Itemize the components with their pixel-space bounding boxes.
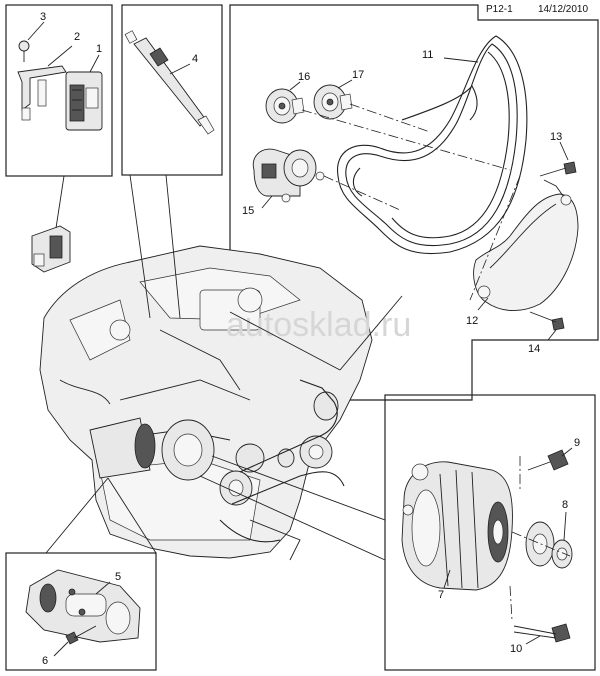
diagram-date: 14/12/2010 (538, 4, 589, 15)
callout-2: 2 (74, 31, 80, 43)
callout-9: 9 (574, 437, 580, 449)
callout-8: 8 (562, 499, 568, 511)
callout-16: 16 (298, 71, 310, 83)
module-on-engine (31, 225, 71, 273)
bracket-bolt-14 (529, 311, 565, 331)
engine-assembly (39, 245, 373, 561)
callout-1: 1 (96, 43, 102, 55)
callout-3: 3 (40, 11, 46, 23)
callout-5: 5 (115, 571, 121, 583)
module-bracket (17, 65, 67, 121)
module-screw (18, 40, 30, 62)
starter-detail-box (5, 552, 157, 671)
belt-cover-bracket (473, 179, 579, 311)
callout-10: 10 (510, 643, 522, 655)
callout-7: 7 (438, 589, 444, 601)
idler-pulley-17 (313, 84, 353, 120)
generator (401, 461, 513, 591)
page-code: P12-1 (486, 4, 513, 15)
generator-bolt-upper (527, 449, 569, 471)
glow-plug-module-detail-box (5, 4, 113, 177)
callout-15: 15 (242, 205, 254, 217)
callout-12: 12 (466, 315, 478, 327)
belt-tensioner (252, 148, 325, 203)
starter-bolt (65, 625, 97, 645)
drive-belt (337, 35, 528, 255)
bracket-bolt-13 (539, 161, 577, 177)
glow-plug-control-module (65, 71, 103, 131)
generator-pulley (525, 521, 573, 569)
generator-bolt-lower (513, 623, 571, 643)
callout-4: 4 (192, 53, 198, 65)
callout-11: 11 (422, 49, 433, 61)
callout-13: 13 (550, 131, 562, 143)
starter-motor (25, 569, 141, 643)
callout-14: 14 (528, 343, 540, 355)
callout-6: 6 (42, 655, 48, 667)
idler-pulley-16 (265, 88, 305, 124)
generator-detail-box (384, 394, 596, 671)
glow-plug (124, 30, 215, 135)
watermark: autosklad.ru (226, 306, 411, 344)
glow-plug-detail-box (121, 4, 223, 176)
callout-17: 17 (352, 69, 364, 81)
